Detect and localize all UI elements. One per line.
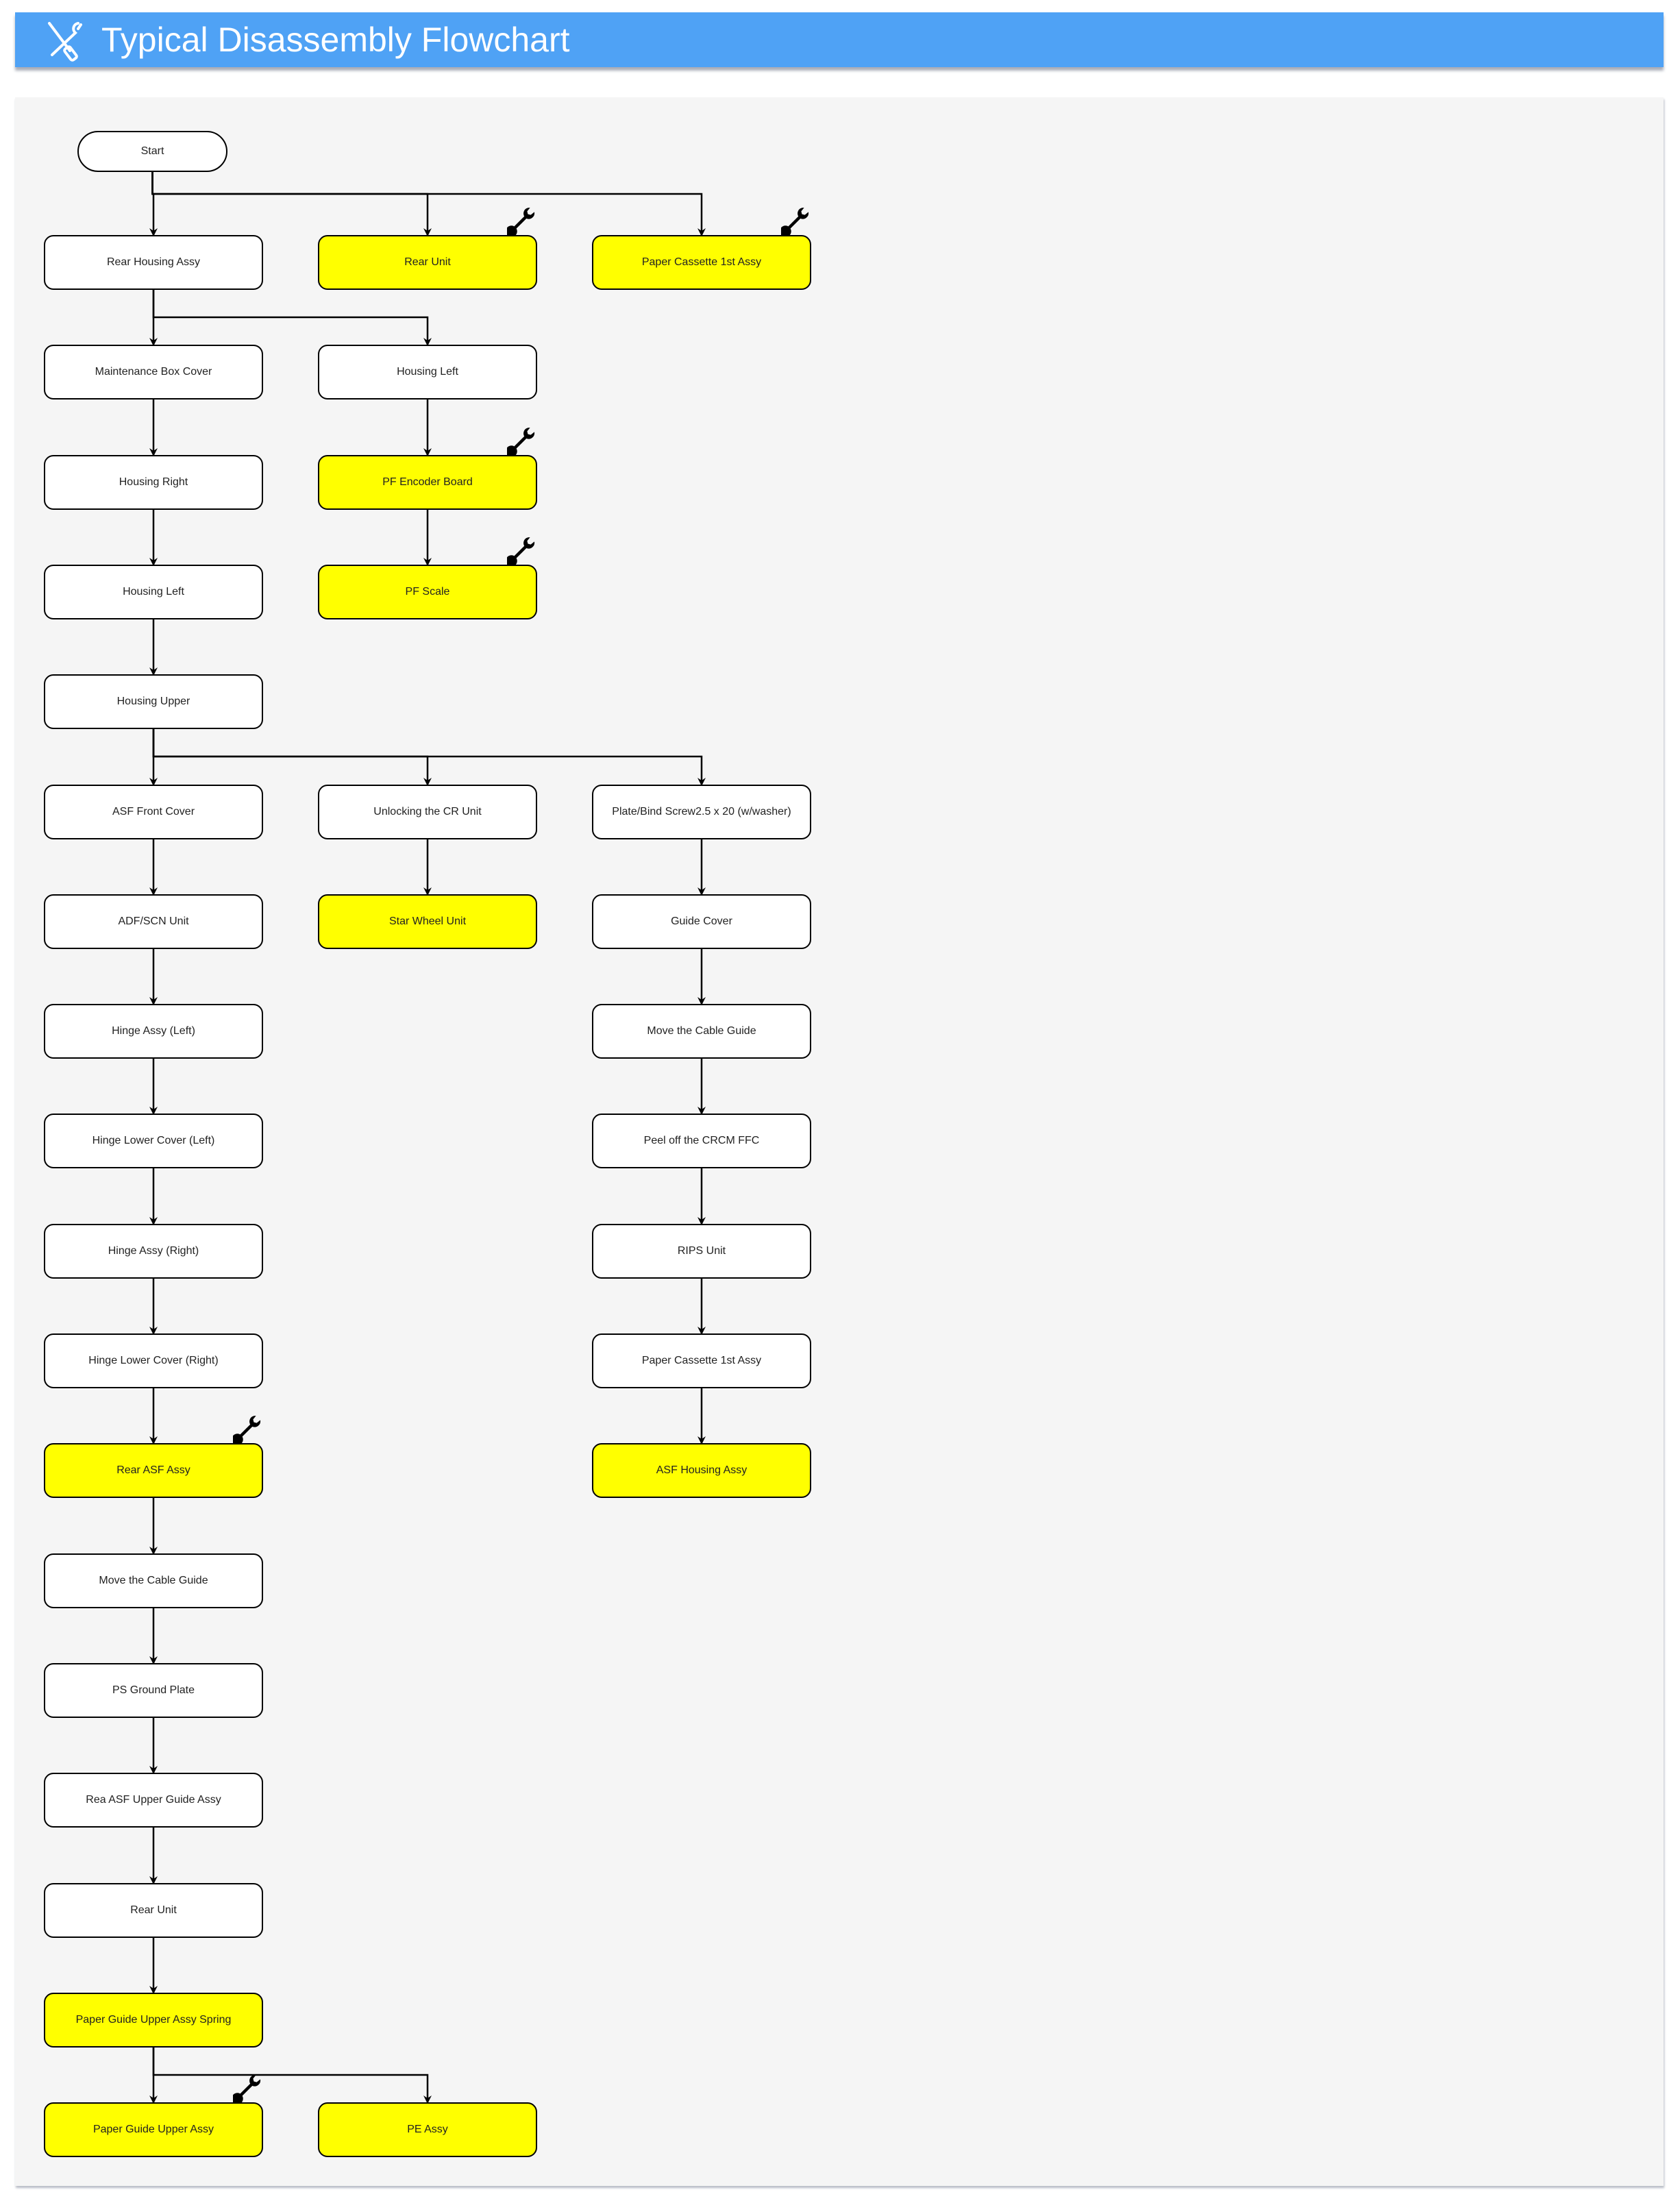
wrench-icon xyxy=(507,537,535,565)
step-label: Paper Cassette 1st Assy xyxy=(641,1355,762,1366)
flowchart-step: Rear Housing Assy xyxy=(44,235,263,290)
flowchart-step: Rea ASF Upper Guide Assy xyxy=(44,1773,263,1828)
step-label: Rea ASF Upper Guide Assy xyxy=(86,1794,221,1806)
step-label: Hinge Lower Cover (Left) xyxy=(92,1135,215,1146)
wrench-icon xyxy=(233,2075,261,2102)
flowchart-step: ASF Housing Assy xyxy=(592,1443,811,1498)
step-label: PS Ground Plate xyxy=(112,1684,195,1696)
flowchart-step: ADF/SCN Unit xyxy=(44,894,263,949)
step-label: Maintenance Box Cover xyxy=(95,366,212,378)
wrench-icon xyxy=(507,428,535,455)
step-label: Star Wheel Unit xyxy=(388,915,467,927)
flowchart-step: Paper Guide Upper Assy Spring xyxy=(44,1993,263,2048)
step-label: PF Scale xyxy=(405,586,450,598)
tools-icon xyxy=(48,22,82,62)
flowchart-step: PE Assy xyxy=(318,2102,537,2157)
step-label: Hinge Assy (Right) xyxy=(108,1245,199,1257)
step-label: Paper Guide Upper Assy Spring xyxy=(75,2014,232,2026)
flowchart-step: Rear Unit xyxy=(318,235,537,290)
flowchart-step: Peel off the CRCM FFC xyxy=(592,1114,811,1168)
page-title: Typical Disassembly Flowchart xyxy=(101,21,570,59)
flowchart-step: Hinge Assy (Right) xyxy=(44,1224,263,1279)
flowchart-step: Hinge Lower Cover (Left) xyxy=(44,1114,263,1168)
wrench-icon xyxy=(233,1416,261,1443)
step-label: Unlocking the CR Unit xyxy=(373,806,482,817)
step-label: Housing Left xyxy=(123,586,184,598)
step-label: Start xyxy=(140,145,164,157)
flowchart-step: PS Ground Plate xyxy=(44,1663,263,1718)
connector-arrow xyxy=(151,172,432,236)
title-bar: Typical Disassembly Flowchart xyxy=(15,12,1664,67)
flowchart-step: PF Encoder Board xyxy=(318,455,537,510)
flowchart-step: PF Scale xyxy=(318,565,537,619)
step-label: Plate/Bind Screw2.5 x 20 (w/washer) xyxy=(612,806,791,817)
step-label: ADF/SCN Unit xyxy=(118,915,189,927)
step-label: Housing Left xyxy=(397,366,458,378)
step-label: Housing Upper xyxy=(116,696,190,707)
flowchart-step: Move the Cable Guide xyxy=(592,1004,811,1059)
flowchart-step: Paper Cassette 1st Assy xyxy=(592,1333,811,1388)
step-label: Move the Cable Guide xyxy=(99,1575,208,1586)
step-label: Rear Unit xyxy=(404,256,451,268)
connector-arrow xyxy=(152,729,706,786)
step-label: PE Assy xyxy=(407,2124,448,2135)
flowchart-step: Maintenance Box Cover xyxy=(44,345,263,399)
flowchart-step: Rear ASF Assy xyxy=(44,1443,263,1498)
flowchart-canvas xyxy=(15,97,1664,2186)
step-label: RIPS Unit xyxy=(677,1245,726,1257)
flowchart-step: Star Wheel Unit xyxy=(318,894,537,949)
step-label: Guide Cover xyxy=(671,915,732,927)
flowchart-step: Unlocking the CR Unit xyxy=(318,785,537,839)
flowchart-step: Paper Guide Upper Assy xyxy=(44,2102,263,2157)
flowchart-step: Guide Cover xyxy=(592,894,811,949)
flowchart-step: Housing Left xyxy=(318,345,537,399)
flowchart-step: Move the Cable Guide xyxy=(44,1553,263,1608)
flowchart-step: Housing Left xyxy=(44,565,263,619)
step-label: Paper Guide Upper Assy xyxy=(92,2124,214,2135)
flowchart-step: Rear Unit xyxy=(44,1883,263,1938)
connector-arrow xyxy=(152,2048,432,2104)
flowchart-step: Paper Cassette 1st Assy xyxy=(592,235,811,290)
step-label: Rear Housing Assy xyxy=(106,256,201,268)
step-label: Move the Cable Guide xyxy=(647,1025,756,1037)
start-node: Start xyxy=(77,131,227,172)
connector-arrow xyxy=(151,172,706,236)
flowchart-step: RIPS Unit xyxy=(592,1224,811,1279)
step-label: Peel off the CRCM FFC xyxy=(643,1135,760,1146)
step-label: PF Encoder Board xyxy=(382,476,473,488)
flowchart-step: ASF Front Cover xyxy=(44,785,263,839)
step-label: Rear ASF Assy xyxy=(116,1464,190,1476)
connector-arrow xyxy=(152,290,432,346)
step-label: Hinge Assy (Left) xyxy=(112,1025,195,1037)
step-label: Hinge Lower Cover (Right) xyxy=(88,1355,219,1366)
step-label: Housing Right xyxy=(119,476,188,488)
step-label: ASF Housing Assy xyxy=(656,1464,748,1476)
step-label: Rear Unit xyxy=(130,1904,177,1916)
flowchart-step: Hinge Assy (Left) xyxy=(44,1004,263,1059)
flowchart-step: Housing Upper xyxy=(44,674,263,729)
flowchart-step: Housing Right xyxy=(44,455,263,510)
wrench-icon xyxy=(781,208,809,235)
flowchart-step: Hinge Lower Cover (Right) xyxy=(44,1333,263,1388)
step-label: Paper Cassette 1st Assy xyxy=(641,256,762,268)
flowchart-step: Plate/Bind Screw2.5 x 20 (w/washer) xyxy=(592,785,811,839)
step-label: ASF Front Cover xyxy=(112,806,195,817)
wrench-icon xyxy=(507,208,535,235)
